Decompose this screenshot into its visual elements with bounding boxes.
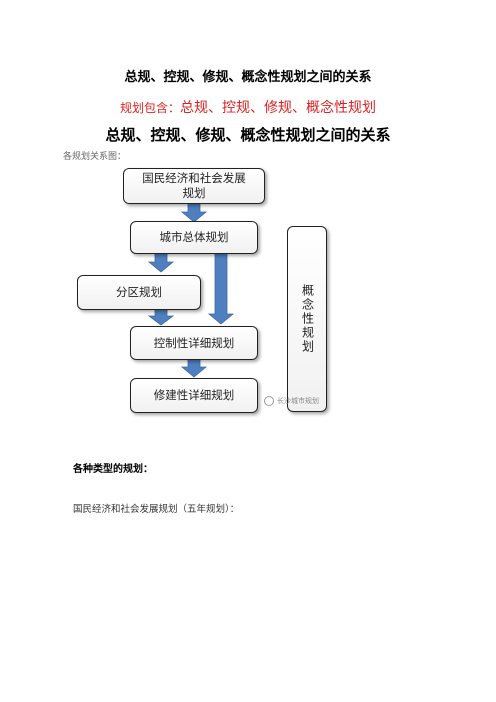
plan-includes-items: 总规、控规、修规、概念性规划	[180, 100, 376, 116]
box-master-label: 城市总体规划	[159, 230, 229, 244]
box-conceptual-plan: 概念性规划	[287, 226, 327, 412]
plan-types-heading: 各种类型的规划：	[73, 464, 153, 475]
box-urban-master-plan: 城市总体规划	[130, 221, 258, 254]
watermark-logo-icon	[264, 396, 274, 406]
plan-includes-line: 规划包含：总规、控规、修规、概念性规划	[0, 97, 496, 117]
box-conceptual-label: 概念性规划	[300, 284, 315, 354]
arrow-national-to-master	[180, 202, 208, 223]
box-regulatory-label: 控制性详细规划	[153, 335, 235, 350]
arrow-master-to-zoning	[147, 252, 175, 273]
document-title: 总规、控规、修规、概念性规划之间的关系	[124, 70, 372, 85]
box-national-label: 国民经济和社会发展规划	[142, 171, 246, 200]
watermark-text: 长沙城市规划	[277, 397, 319, 405]
box-national-economic-plan: 国民经济和社会发展规划	[123, 168, 265, 204]
box-regulatory-detailed-plan: 控制性详细规划	[130, 326, 258, 360]
box-zoning-label: 分区规划	[116, 285, 162, 299]
watermark: 长沙城市规划	[264, 396, 319, 406]
plan-includes-prefix: 规划包含：	[119, 101, 180, 115]
arrow-master-to-regulatory	[207, 252, 235, 325]
arrow-zoning-to-regulatory	[147, 308, 175, 326]
section-heading: 总规、控规、修规、概念性规划之间的关系	[105, 126, 391, 144]
box-constructive-label: 修建性详细规划	[153, 388, 235, 402]
diagram-caption: 各规划关系图：	[63, 152, 127, 162]
box-zoning-plan: 分区规划	[77, 275, 201, 310]
arrow-regulatory-to-constructive	[180, 358, 208, 378]
box-constructive-detailed-plan: 修建性详细规划	[130, 378, 258, 413]
five-year-plan-paragraph: 国民经济和社会发展规划（五年规划）：	[73, 504, 240, 515]
